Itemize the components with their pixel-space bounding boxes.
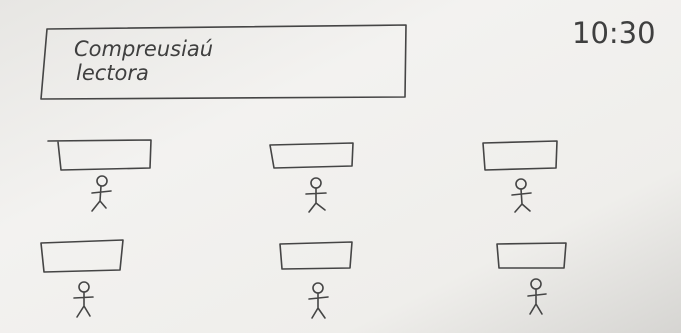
clock-time: 10:30 <box>572 16 656 50</box>
title-line-1: Compreusiaú <box>74 37 213 61</box>
title-line-2: lectora <box>76 61 149 85</box>
